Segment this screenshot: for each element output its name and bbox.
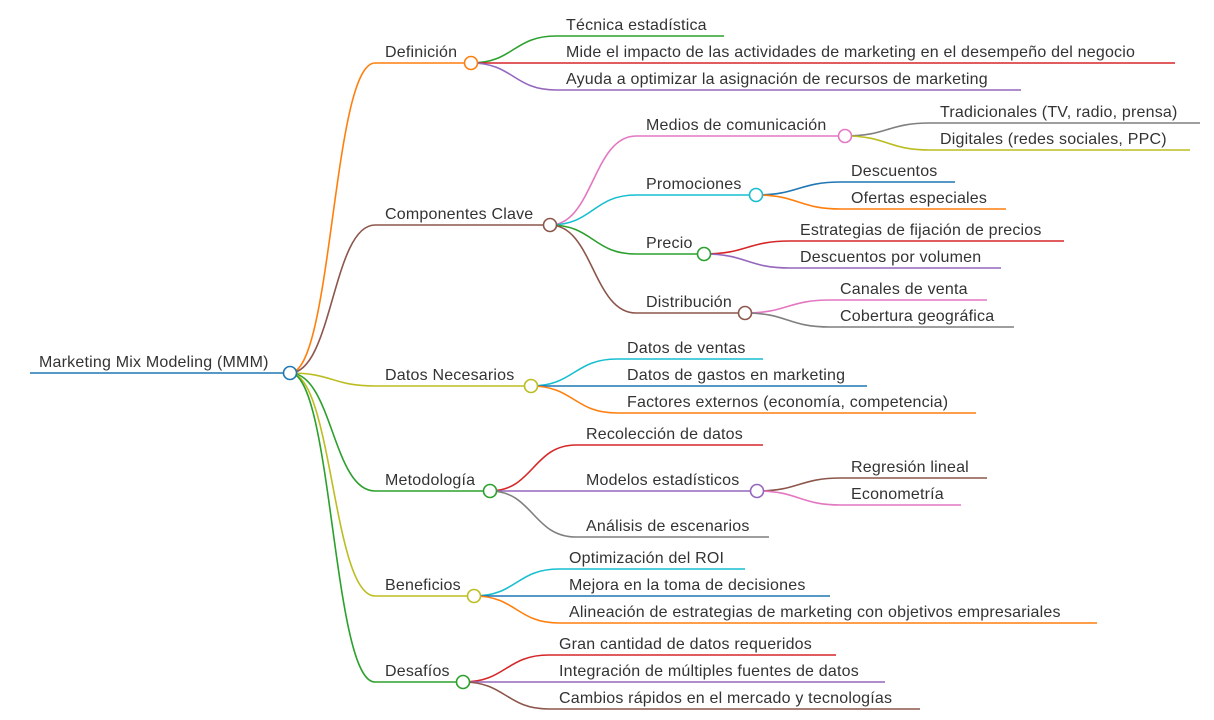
- collapse-toggle-beneficios[interactable]: [466, 588, 482, 604]
- node-label-mejora-en-la-toma-de-decisiones: Mejora en la toma de decisiones: [569, 577, 806, 594]
- connector-layer: [30, 35, 1200, 710]
- collapse-toggle-precio[interactable]: [696, 246, 712, 262]
- connector-econometria: [756, 490, 842, 506]
- node-label-precio: Precio: [646, 235, 693, 252]
- node-label-integracion-de-multiples-fuentes-de-datos: Integración de múltiples fuentes de dato…: [559, 663, 859, 680]
- node-label-datos-de-ventas: Datos de ventas: [627, 340, 746, 357]
- connector-canales-de-venta: [744, 299, 831, 314]
- collapse-toggle-datos-necesarios[interactable]: [523, 378, 539, 394]
- node-label-tecnica-estadistica: Técnica estadística: [566, 17, 707, 34]
- branch-label-datos-necesarios: Datos Necesarios: [385, 367, 514, 384]
- branch-label-definicion: Definición: [385, 44, 457, 61]
- leaf-label-regresion-lineal: Regresión lineal: [851, 459, 969, 476]
- connector-ofertas-especiales: [755, 194, 842, 210]
- node-label-gran-cantidad-de-datos-requeridos: Gran cantidad de datos requeridos: [559, 636, 812, 653]
- node-label-cambios-rapidos-en-el-mercado-y-tecnologias: Cambios rápidos en el mercado y tecnolog…: [559, 690, 892, 707]
- collapse-toggle-definicion[interactable]: [463, 55, 479, 71]
- node-label-analisis-de-escenarios: Análisis de escenarios: [586, 518, 750, 535]
- leaf-label-descuentos-por-volumen: Descuentos por volumen: [800, 249, 981, 266]
- connector-medios-de-comunicacion: [549, 135, 637, 226]
- connector-alineacion-de-estrategias-de-marketing-con-objetivos-empresariales: [473, 595, 560, 624]
- connector-datos-necesarios: [289, 372, 376, 387]
- connector-gran-cantidad-de-datos-requeridos: [462, 654, 550, 683]
- node-label-recoleccion-de-datos: Recolección de datos: [586, 426, 743, 443]
- connector-estrategias-de-fijacion-de-precios: [703, 240, 791, 255]
- node-label-modelos-estadisticos: Modelos estadísticos: [586, 472, 739, 489]
- connector-regresion-lineal: [756, 477, 842, 492]
- collapse-toggle-metodologia[interactable]: [482, 483, 498, 499]
- connector-descuentos-por-volumen: [703, 253, 791, 269]
- leaf-label-digitales-redes-sociales-ppc: Digitales (redes sociales, PPC): [940, 131, 1167, 148]
- node-label-promociones: Promociones: [646, 176, 742, 193]
- branch-label-beneficios: Beneficios: [385, 577, 461, 594]
- branch-label-metodologia: Metodología: [385, 472, 475, 489]
- collapse-toggle-componentes-clave[interactable]: [542, 217, 558, 233]
- collapse-toggle-modelos-estadisticos[interactable]: [749, 483, 765, 499]
- collapse-toggle-promociones[interactable]: [748, 187, 764, 203]
- leaf-label-tradicionales-tv-radio-prensa: Tradicionales (TV, radio, prensa): [940, 104, 1178, 121]
- connector-ayuda-a-optimizar-la-asignacion-de-recursos-de-marketing: [470, 62, 557, 91]
- leaf-label-ofertas-especiales: Ofertas especiales: [851, 190, 987, 207]
- connector-cobertura-geografica: [744, 312, 831, 328]
- node-label-ayuda-a-optimizar-la-asignacion-de-recursos-de-marketing: Ayuda a optimizar la asignación de recur…: [566, 71, 988, 88]
- leaf-label-estrategias-de-fijacion-de-precios: Estrategias de fijación de precios: [800, 222, 1042, 239]
- connector-recoleccion-de-datos: [489, 444, 577, 492]
- branch-label-desafios: Desafíos: [385, 663, 450, 680]
- connector-definicion: [289, 62, 376, 374]
- collapse-toggle-root[interactable]: [282, 365, 298, 381]
- connector-precio: [549, 224, 637, 255]
- node-label-mide-el-impacto-de-las-actividades-de-marketing-en-el-desempeno-del-negocio: Mide el impacto de las actividades de ma…: [566, 44, 1135, 61]
- leaf-label-descuentos: Descuentos: [851, 163, 938, 180]
- collapse-toggle-medios-de-comunicacion[interactable]: [837, 128, 853, 144]
- connector-optimizacion-del-roi: [473, 568, 560, 597]
- connector-cambios-rapidos-en-el-mercado-y-tecnologias: [462, 681, 550, 710]
- node-layer: Marketing Mix Modeling (MMM) Definición Té…: [39, 17, 1178, 707]
- collapse-toggle-distribucion[interactable]: [737, 305, 753, 321]
- branch-label-componentes-clave: Componentes Clave: [385, 206, 533, 223]
- connector-desafios: [289, 372, 376, 683]
- connector-beneficios: [289, 372, 376, 597]
- collapse-toggle-desafios[interactable]: [455, 674, 471, 690]
- root-node-label: Marketing Mix Modeling (MMM): [39, 354, 269, 371]
- node-label-optimizacion-del-roi: Optimización del ROI: [569, 550, 724, 567]
- connector-datos-de-ventas: [530, 358, 618, 387]
- leaf-label-econometria: Econometría: [851, 486, 944, 503]
- connector-digitales-redes-sociales-ppc: [844, 135, 931, 151]
- connector-promociones: [549, 194, 637, 226]
- leaf-label-canales-de-venta: Canales de venta: [840, 281, 968, 298]
- connector-componentes-clave: [289, 224, 376, 374]
- node-label-alineacion-de-estrategias-de-marketing-con-objetivos-empresariales: Alineación de estrategias de marketing c…: [569, 604, 1061, 621]
- connector-factores-externos-economia-competencia: [530, 385, 618, 414]
- connector-tecnica-estadistica: [470, 35, 557, 64]
- connector-distribucion: [549, 224, 637, 314]
- connector-tradicionales-tv-radio-prensa: [844, 122, 931, 137]
- node-label-distribucion: Distribución: [646, 294, 732, 311]
- leaf-label-cobertura-geografica: Cobertura geográfica: [840, 308, 994, 325]
- connector-metodologia: [289, 372, 376, 492]
- node-label-medios-de-comunicacion: Medios de comunicación: [646, 117, 827, 134]
- connector-analisis-de-escenarios: [489, 490, 577, 538]
- connector-descuentos: [755, 181, 842, 196]
- node-label-datos-de-gastos-en-marketing: Datos de gastos en marketing: [627, 367, 845, 384]
- node-label-factores-externos-economia-competencia: Factores externos (economía, competencia…: [627, 394, 948, 411]
